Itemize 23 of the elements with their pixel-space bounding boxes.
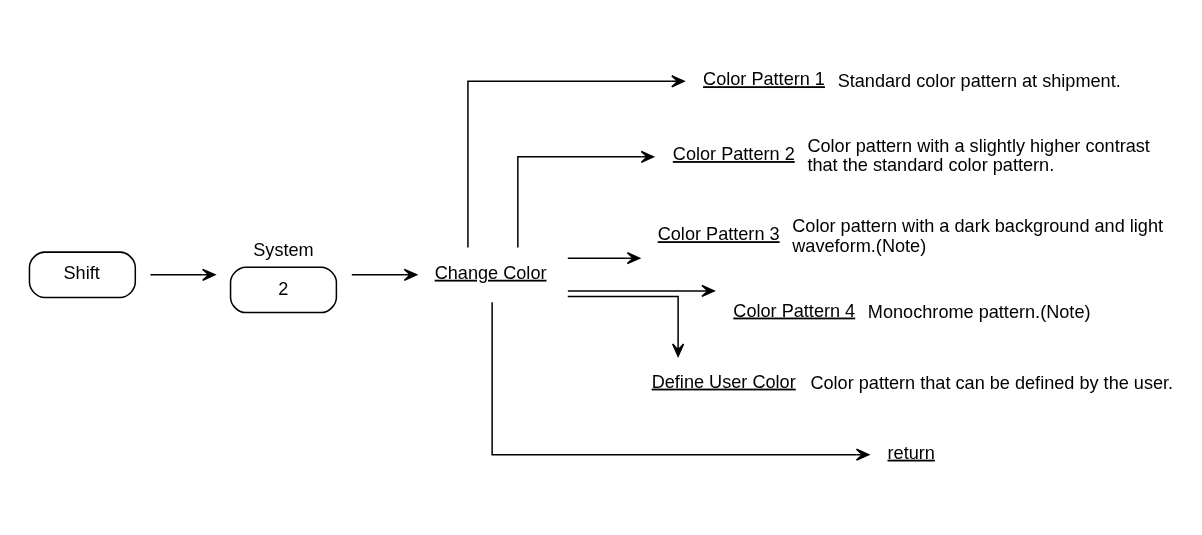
node-label: Color pattern with a slightly higher contrast that the standard color pattern. [807,135,1150,175]
node-label: System [253,239,314,260]
node-text: Define User Color [651,371,796,392]
arrow [149,268,216,281]
arrow [351,268,418,281]
arrow [467,74,685,248]
node-text: Color Pattern 4 [733,300,856,321]
arrow [517,150,655,248]
node-text: Color Pattern 1 [703,68,825,89]
node-text: Color Pattern 2 [672,143,795,164]
node-box: 2 [229,266,338,313]
arrow [567,251,641,264]
node-text: return [887,442,935,463]
node-text: Change Color [434,262,547,283]
node-label: Color pattern that can be defined by the user. [810,372,1174,393]
arrow [567,284,715,297]
node-text: Color Pattern 3 [657,223,780,244]
arrow [491,300,870,461]
node-box: Shift [28,250,137,298]
node-label: Monochrome pattern.(Note) [867,301,1091,322]
arrow [567,295,685,357]
node-label: Color pattern with a dark background and light waveform.(Note) [792,215,1164,256]
node-label: Standard color pattern at shipment. [837,70,1121,91]
